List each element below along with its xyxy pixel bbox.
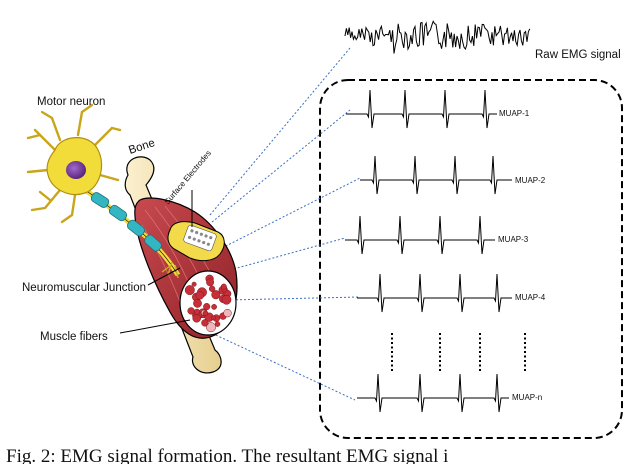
nmj-label: Neuromuscular Junction — [22, 282, 146, 294]
muap-train-3 — [345, 215, 495, 255]
muap-label-1: MUAP-1 — [499, 109, 530, 118]
muscle-fiber — [184, 285, 195, 296]
muscle-fiber — [221, 294, 232, 305]
muscle-fiber — [192, 314, 201, 323]
muscle-fiber — [193, 308, 201, 316]
muap-trains — [345, 89, 512, 413]
muap-label-n: MUAP-n — [512, 393, 542, 402]
surface-electrode-pad — [167, 190, 225, 262]
muscle-fiber — [211, 315, 216, 321]
muap-label-2: MUAP-2 — [515, 176, 546, 185]
motor-neuron-label: Motor neuron — [37, 96, 105, 108]
raw-emg-label: Raw EMG signal — [535, 49, 621, 61]
muap-label-3: MUAP-3 — [498, 235, 529, 244]
muscle-fiber — [206, 322, 216, 333]
continuation-dots — [391, 333, 526, 373]
axon — [83, 187, 181, 279]
muscle-fiber — [202, 310, 209, 317]
muap-box — [319, 79, 623, 439]
muscle-fiber — [195, 291, 205, 300]
muscle-cross-section — [179, 270, 237, 336]
muscle-fibers-label: Muscle fibers — [40, 331, 108, 343]
muscle-fiber — [201, 319, 209, 327]
muscle-fiber — [223, 308, 232, 318]
muscle-fiber — [206, 278, 215, 287]
muscle-fiber — [208, 285, 216, 292]
muap-train-2 — [360, 155, 512, 195]
muscle-fiber — [203, 303, 211, 311]
figure-caption: Fig. 2: EMG signal formation. The result… — [6, 446, 448, 464]
motor-neuron — [26, 103, 122, 224]
muap-train-1 — [346, 89, 497, 129]
guide-lines — [204, 47, 361, 401]
muap-train-4 — [357, 273, 512, 313]
muscle-fiber — [187, 307, 195, 315]
nucleus — [66, 161, 86, 179]
muap-label-4: MUAP-4 — [515, 293, 546, 302]
muscle-fiber — [211, 290, 221, 300]
surface-electrodes-label: Surface Electrodes — [163, 149, 213, 207]
raw-emg-signal — [344, 20, 531, 54]
muap-train-5 — [357, 373, 509, 413]
muscle-fiber — [220, 283, 227, 290]
muscle-fiber — [193, 299, 202, 308]
muscle-fiber — [191, 281, 197, 287]
muscle-fiber — [211, 304, 217, 310]
bone-label: Bone — [127, 137, 156, 157]
